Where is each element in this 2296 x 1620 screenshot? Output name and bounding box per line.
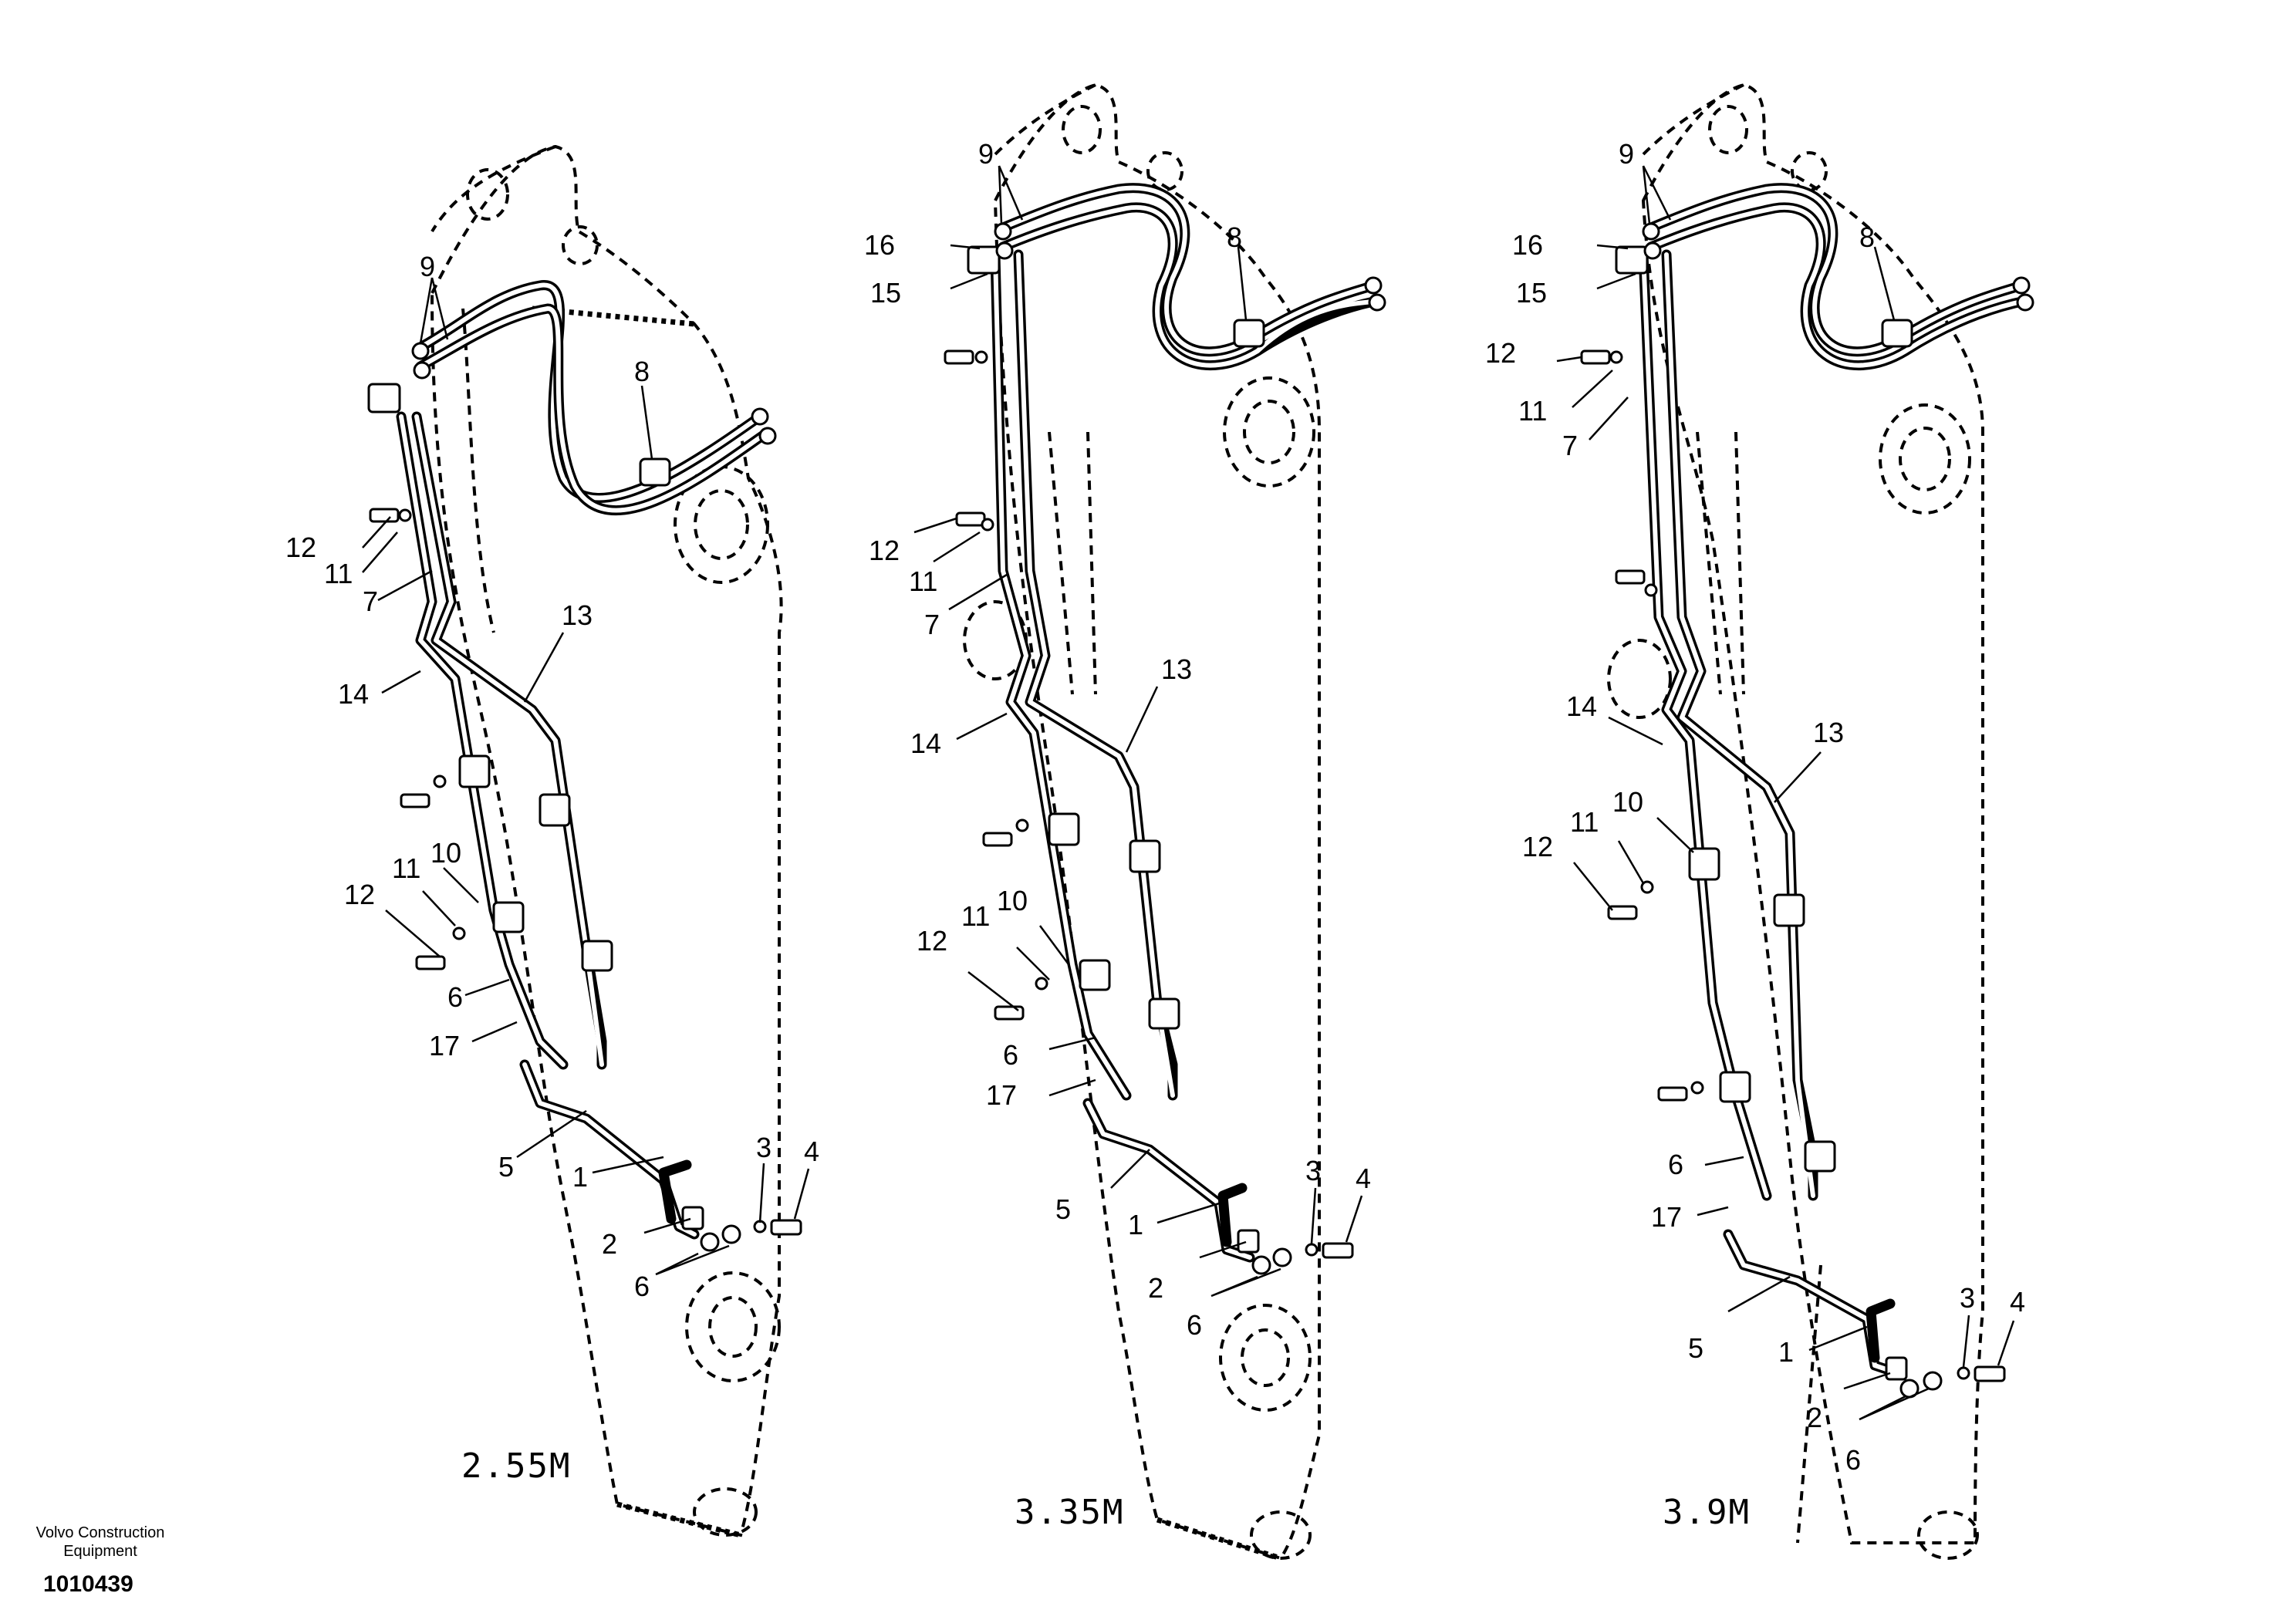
callout-6b: 6 <box>1187 1309 1202 1341</box>
callout-11b: 11 <box>1570 806 1599 838</box>
callout-13: 13 <box>1813 717 1844 748</box>
callout-10: 10 <box>430 837 461 869</box>
callout-14: 14 <box>1566 690 1597 722</box>
callout-12b: 12 <box>1522 831 1553 862</box>
callout-7: 7 <box>1562 430 1578 461</box>
callout-12: 12 <box>285 532 316 563</box>
callout-6: 6 <box>1668 1149 1683 1180</box>
callout-13: 13 <box>1161 653 1192 685</box>
callout-11: 11 <box>1518 395 1547 427</box>
arm-view-2-55m: 9 8 12 11 7 13 14 10 11 12 6 17 5 1 3 4 … <box>285 144 819 1538</box>
arm-view-3-9m: 9 8 16 15 12 11 7 13 14 10 11 12 6 17 5 … <box>1485 83 2034 1560</box>
arm-length-label: 3.35M <box>1015 1493 1124 1532</box>
callout-17: 17 <box>986 1079 1017 1111</box>
arm-length-label: 2.55M <box>461 1446 571 1486</box>
callout-7: 7 <box>924 609 940 640</box>
arm-outline <box>1641 83 1984 1544</box>
callout-12: 12 <box>1485 337 1516 369</box>
callout-5: 5 <box>1688 1332 1703 1364</box>
callout-12: 12 <box>869 535 900 566</box>
callout-7: 7 <box>363 586 378 617</box>
callout-2: 2 <box>1807 1402 1822 1433</box>
callout-9: 9 <box>1619 138 1634 170</box>
callout-12b: 12 <box>917 925 947 957</box>
drawing-number: 1010439 <box>43 1571 133 1597</box>
callout-17: 17 <box>429 1030 460 1061</box>
callout-14: 14 <box>338 678 369 710</box>
callout-5: 5 <box>498 1151 514 1183</box>
callout-15: 15 <box>1516 277 1547 309</box>
callout-3: 3 <box>1305 1155 1321 1186</box>
callout-6b: 6 <box>1845 1444 1861 1476</box>
callout-6: 6 <box>447 981 463 1013</box>
callout-1: 1 <box>1128 1209 1143 1240</box>
arm-length-label: 3.9M <box>1663 1493 1751 1532</box>
callout-8: 8 <box>1859 221 1875 253</box>
callout-14: 14 <box>910 727 941 759</box>
callout-17: 17 <box>1651 1201 1682 1233</box>
callout-11b: 11 <box>392 852 420 884</box>
callout-8: 8 <box>634 356 650 387</box>
brand-label: Volvo Construction Equipment <box>35 1524 165 1560</box>
callout-13: 13 <box>562 599 593 631</box>
callout-8: 8 <box>1227 221 1242 253</box>
arm-outline <box>430 144 783 1537</box>
footer: Volvo Construction Equipment 1010439 <box>15 1524 185 1598</box>
callout-1: 1 <box>1778 1336 1794 1368</box>
callout-11: 11 <box>324 558 353 589</box>
callout-9: 9 <box>420 251 435 282</box>
callout-4: 4 <box>804 1136 819 1167</box>
arm-outline <box>993 83 1321 1561</box>
callout-6b: 6 <box>634 1271 650 1302</box>
callout-12b: 12 <box>344 879 375 910</box>
callout-6: 6 <box>1003 1039 1018 1071</box>
callout-10: 10 <box>1612 786 1643 818</box>
callout-4: 4 <box>2010 1286 2025 1318</box>
callout-16: 16 <box>1512 229 1543 261</box>
callout-9: 9 <box>978 138 994 170</box>
callout-3: 3 <box>756 1132 772 1163</box>
callout-4: 4 <box>1356 1163 1371 1194</box>
callout-10: 10 <box>997 885 1028 916</box>
callout-11b: 11 <box>961 900 990 932</box>
callout-11: 11 <box>909 565 937 597</box>
callout-2: 2 <box>602 1228 617 1260</box>
callout-5: 5 <box>1055 1193 1071 1225</box>
callout-3: 3 <box>1960 1282 1975 1314</box>
callout-15: 15 <box>870 277 901 309</box>
callout-1: 1 <box>572 1161 588 1193</box>
callout-16: 16 <box>864 229 895 261</box>
callout-2: 2 <box>1148 1272 1163 1304</box>
arm-view-3-35m: 9 8 16 15 12 11 7 13 14 10 11 12 6 17 5 … <box>864 83 1386 1561</box>
